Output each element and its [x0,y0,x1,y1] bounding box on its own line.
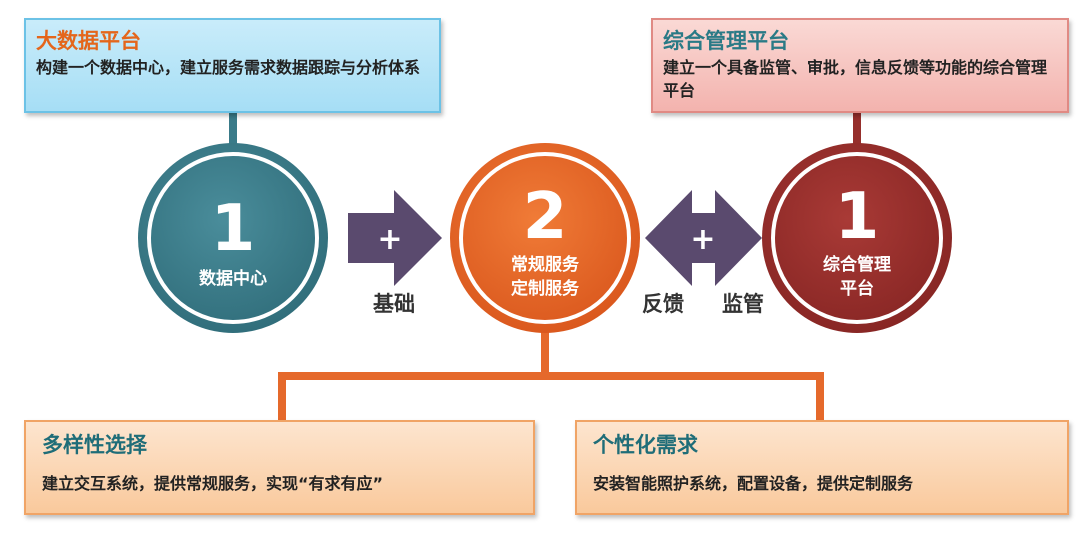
label-foundation: 基础 [373,292,415,316]
circle-services: 2 常规服务 定制服务 [450,143,640,333]
mgmt-desc: 建立一个具备监管、审批，信息反馈等功能的综合管理平台 [663,58,1048,100]
label-supervision: 监管 [722,292,764,316]
circle-center-label1: 常规服务 [511,254,580,275]
circle-left-label: 数据中心 [199,268,267,289]
double-arrow-icon: + [645,190,762,286]
management-platform-box: 综合管理平台 建立一个具备监管、审批，信息反馈等功能的综合管理平台 [651,18,1069,113]
circle-data-center: 1 数据中心 [138,143,328,333]
label-feedback: 反馈 [642,292,684,316]
diverse-desc: 建立交互系统，提供常规服务，实现“有求有应” [42,474,384,493]
circle-left-number: 1 [211,192,256,266]
plus-left-glyph: + [377,222,402,257]
plus-right-glyph: + [690,222,715,257]
big-data-desc: 构建一个数据中心，建立服务需求数据跟踪与分析体系 [36,58,421,77]
arrow-right-icon: + [348,190,442,286]
circle-right-label1: 综合管理 [823,254,891,275]
personalized-need-box: 个性化需求 安装智能照护系统，配置设备，提供定制服务 [575,420,1069,515]
personal-desc: 安装智能照护系统，配置设备，提供定制服务 [593,474,914,493]
circle-center-number: 2 [523,180,568,254]
circle-management: 1 综合管理 平台 [762,143,952,333]
diverse-title: 多样性选择 [42,433,147,457]
personal-title: 个性化需求 [593,433,698,457]
diverse-choice-box: 多样性选择 建立交互系统，提供常规服务，实现“有求有应” [24,420,535,515]
circle-right-number: 1 [835,180,880,254]
mgmt-title: 综合管理平台 [663,29,789,53]
bracket-connector [278,320,824,420]
big-data-title: 大数据平台 [36,29,141,53]
circle-center-label2: 定制服务 [511,278,580,299]
circle-right-label2: 平台 [840,278,874,299]
big-data-platform-box: 大数据平台 构建一个数据中心，建立服务需求数据跟踪与分析体系 [24,18,441,113]
